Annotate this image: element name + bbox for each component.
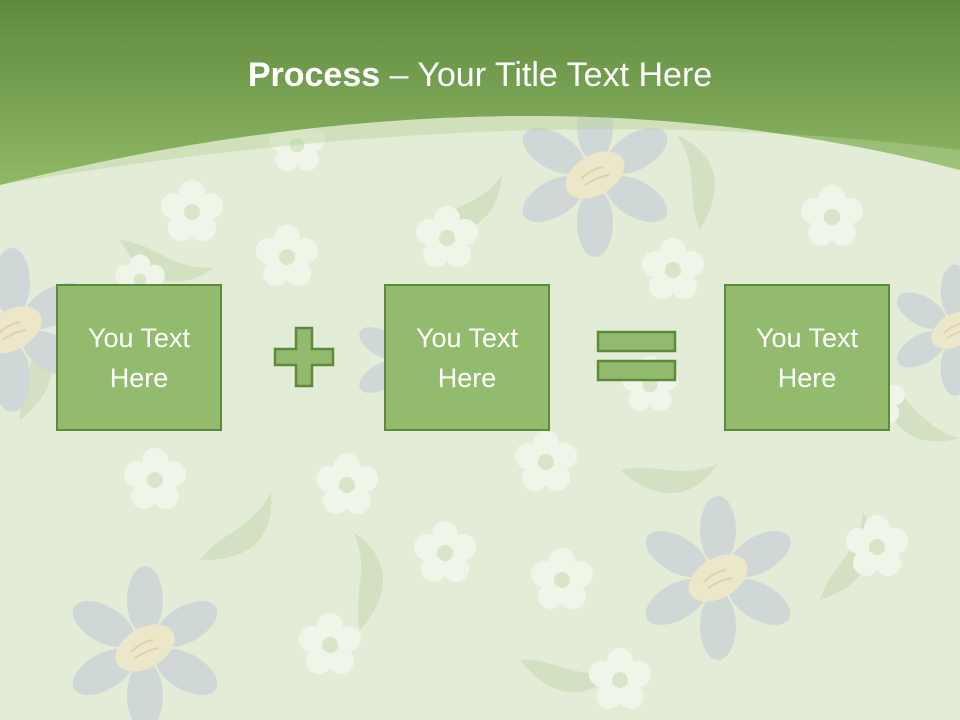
text-box-3: You Text Here <box>724 284 890 431</box>
equals-icon <box>596 330 677 382</box>
text-box-3-label: You Text Here <box>755 322 859 393</box>
page-title: Process – Your Title Text Here <box>0 50 960 100</box>
text-box-2: You Text Here <box>384 284 550 431</box>
title-bold: Process <box>247 56 381 94</box>
text-box-1: You Text Here <box>56 284 222 431</box>
title-rest: – Your Title Text Here <box>380 56 713 94</box>
text-box-1-label: You Text Here <box>87 322 191 393</box>
plus-icon <box>273 326 335 388</box>
text-box-2-label: You Text Here <box>415 322 519 393</box>
